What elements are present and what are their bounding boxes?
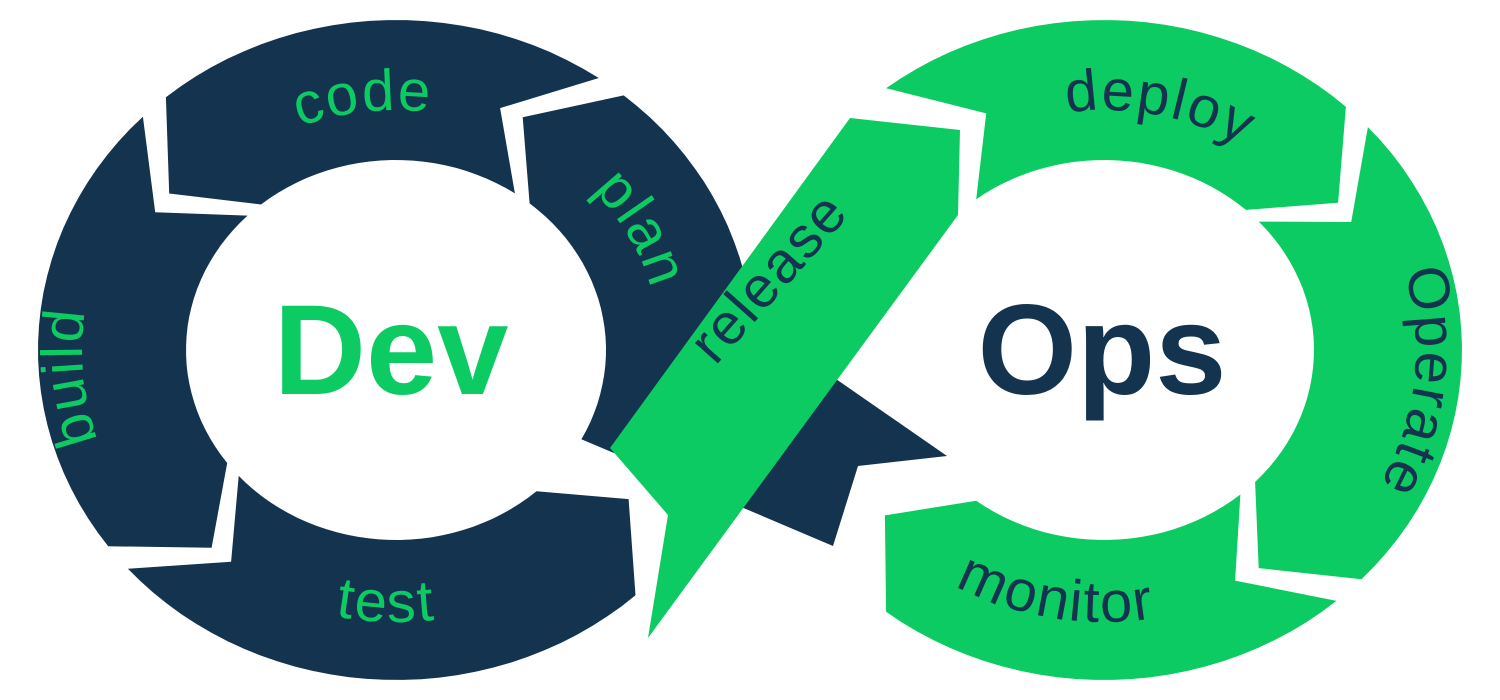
- segment-deploy: [886, 20, 1346, 210]
- label-dev: Dev: [274, 279, 509, 422]
- ribbon-release: [610, 118, 960, 638]
- segment-code: [165, 20, 599, 205]
- segment-operate: [1255, 127, 1462, 580]
- label-test: test: [333, 565, 437, 636]
- segment-test: [127, 475, 636, 680]
- label-ops: Ops: [978, 279, 1227, 422]
- segment-monitor: [884, 494, 1337, 680]
- segment-build: [38, 116, 248, 548]
